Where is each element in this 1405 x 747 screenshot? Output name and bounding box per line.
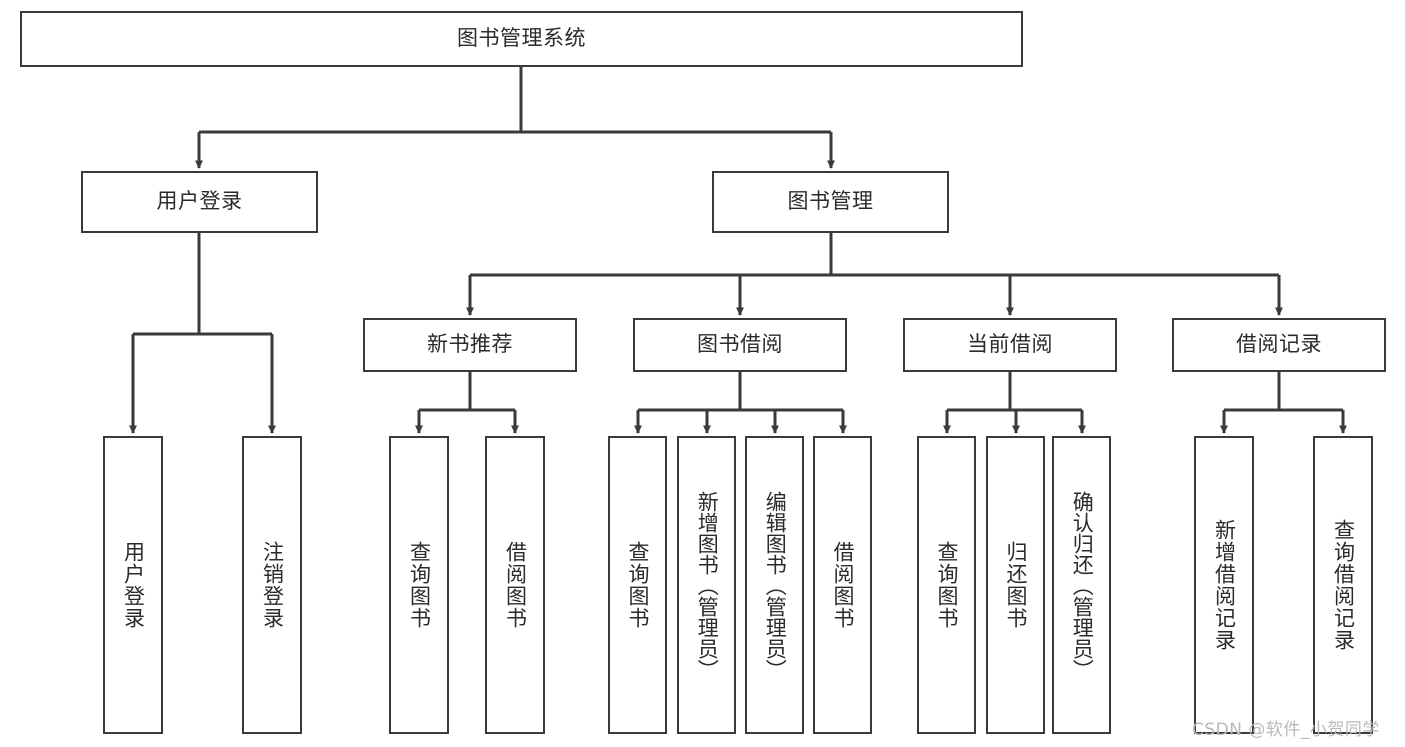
node-current-borrow-label: 当前借阅 — [967, 332, 1053, 357]
node-book-manage[interactable]: 图书管理 — [712, 171, 949, 233]
node-leaf-user-login-label: 用户登录 — [121, 541, 146, 629]
node-leaf-confirm-return-admin-label: 确认归还（管理员） — [1070, 490, 1095, 680]
node-borrow-record-label: 借阅记录 — [1236, 332, 1322, 357]
node-leaf-confirm-return-admin[interactable]: 确认归还（管理员） — [1052, 436, 1111, 734]
node-leaf-add-borrow-record-label: 新增借阅记录 — [1212, 519, 1237, 651]
node-root-label: 图书管理系统 — [457, 26, 586, 51]
node-book-manage-label: 图书管理 — [787, 189, 874, 214]
node-user-login[interactable]: 用户登录 — [81, 171, 318, 233]
node-borrow-record[interactable]: 借阅记录 — [1172, 318, 1386, 372]
csdn-watermark: CSDN @软件_小贺同学 — [1192, 720, 1380, 740]
node-leaf-return-book-label: 归还图书 — [1003, 541, 1028, 629]
node-leaf-query-book-2[interactable]: 查询图书 — [608, 436, 667, 734]
node-leaf-query-book-1[interactable]: 查询图书 — [389, 436, 449, 734]
node-new-book-recommend[interactable]: 新书推荐 — [363, 318, 577, 372]
node-user-login-label: 用户登录 — [156, 189, 243, 214]
node-leaf-borrow-book-1[interactable]: 借阅图书 — [485, 436, 545, 734]
node-leaf-return-book[interactable]: 归还图书 — [986, 436, 1045, 734]
node-leaf-add-book-admin-label: 新增图书（管理员） — [695, 490, 720, 680]
node-leaf-borrow-book-1-label: 借阅图书 — [503, 541, 528, 629]
node-leaf-query-book-1-label: 查询图书 — [407, 541, 432, 629]
node-leaf-edit-book-admin-label: 编辑图书（管理员） — [763, 490, 788, 680]
node-leaf-borrow-book-2[interactable]: 借阅图书 — [813, 436, 872, 734]
node-leaf-query-book-3[interactable]: 查询图书 — [917, 436, 976, 734]
node-leaf-query-borrow-record-label: 查询借阅记录 — [1331, 519, 1356, 651]
node-leaf-query-book-2-label: 查询图书 — [625, 541, 650, 629]
node-new-book-recommend-label: 新书推荐 — [427, 332, 513, 357]
node-leaf-borrow-book-2-label: 借阅图书 — [830, 541, 855, 629]
node-book-borrow[interactable]: 图书借阅 — [633, 318, 847, 372]
node-leaf-query-book-3-label: 查询图书 — [934, 541, 959, 629]
node-current-borrow[interactable]: 当前借阅 — [903, 318, 1117, 372]
node-book-borrow-label: 图书借阅 — [697, 332, 783, 357]
node-root[interactable]: 图书管理系统 — [20, 11, 1023, 67]
node-leaf-user-login[interactable]: 用户登录 — [103, 436, 163, 734]
node-leaf-add-borrow-record[interactable]: 新增借阅记录 — [1194, 436, 1254, 734]
node-leaf-edit-book-admin[interactable]: 编辑图书（管理员） — [745, 436, 804, 734]
node-leaf-add-book-admin[interactable]: 新增图书（管理员） — [677, 436, 736, 734]
node-leaf-user-logout-label: 注销登录 — [260, 541, 285, 629]
node-leaf-query-borrow-record[interactable]: 查询借阅记录 — [1313, 436, 1373, 734]
node-leaf-user-logout[interactable]: 注销登录 — [242, 436, 302, 734]
